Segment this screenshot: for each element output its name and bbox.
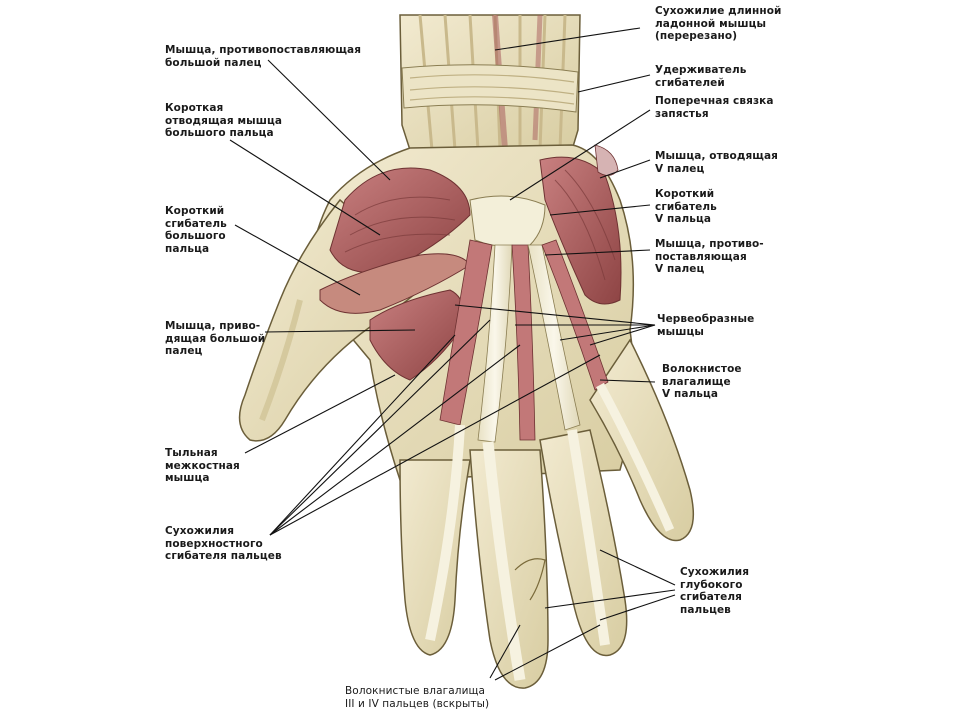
label-line: Червеобразные — [657, 313, 755, 325]
label-line: сгибателя пальцев — [165, 550, 282, 562]
label-line: пальцев — [680, 603, 731, 616]
label-line: Удерживатель — [655, 64, 747, 76]
label-line: V пальца — [662, 388, 719, 400]
label-line: Короткая — [165, 102, 224, 114]
label-line: сгибатель — [655, 200, 717, 213]
label-line: III и IV пальцев (вскрыты) — [345, 697, 490, 710]
label-line: Волокнистое — [662, 363, 742, 375]
label-line: Поперечная связка — [655, 95, 774, 107]
label-line: межкостная — [165, 459, 240, 472]
label-line: сгибателя — [680, 591, 743, 603]
label-line: пальца — [165, 242, 210, 255]
label-line: Сухожилия — [165, 525, 235, 537]
label-line: V палец — [655, 263, 705, 275]
label-line: влагалище — [662, 375, 731, 388]
label-line: дящая большой — [165, 332, 266, 345]
label-line: большого пальца — [165, 127, 274, 139]
label-line: V палец — [655, 162, 705, 175]
label-line: Сухожилия — [680, 566, 750, 578]
label-line: большого — [165, 230, 226, 242]
label-line: глубокого — [680, 578, 743, 591]
label-line: (перерезано) — [655, 30, 738, 42]
label-line: Короткий — [655, 188, 715, 200]
label-line: Короткий — [165, 205, 225, 217]
label-line: мышцы — [657, 325, 705, 338]
palm-tendons — [425, 195, 675, 681]
label-line: мышца — [165, 472, 210, 484]
label-line: Мышца, приво- — [165, 320, 261, 332]
label-line: Мышца, противопоставляющая — [165, 44, 362, 56]
flexor-retinaculum — [401, 64, 579, 113]
label-line: Мышца, противо- — [655, 238, 764, 250]
label-line: Волокнистые влагалища — [345, 685, 486, 697]
label-line: Сухожилие длинной — [655, 5, 782, 17]
label-line: поставляющая — [655, 250, 747, 263]
label-line: V пальца — [655, 213, 712, 225]
label-line: сгибателей — [655, 76, 725, 89]
label-line: отводящая мышца — [165, 114, 283, 127]
leader-lines — [229, 27, 676, 681]
label-line: палец — [165, 345, 203, 357]
label-line: сгибатель — [165, 217, 227, 230]
label-line: большой палец — [165, 56, 262, 69]
label-line: ладонной мышцы — [655, 17, 767, 30]
label-line: Тыльная — [165, 447, 218, 459]
hypothenar-muscles — [539, 144, 622, 305]
label-line: запястья — [655, 107, 709, 120]
label-line: Мышца, отводящая — [655, 150, 779, 162]
label-line: поверхностного — [165, 537, 263, 550]
